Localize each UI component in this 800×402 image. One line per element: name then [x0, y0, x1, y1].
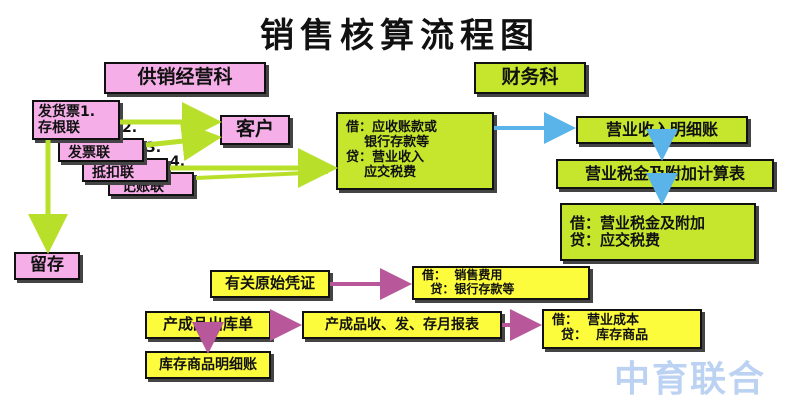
arrow-copy4-to-journal — [195, 170, 329, 180]
journal-entry-box: 借：应收账款或 银行存款等 贷：营业收入 应交税费 — [336, 112, 494, 190]
retain-box: 留存 — [14, 252, 80, 280]
invoice-copy-4-label: 记账联 — [122, 179, 164, 195]
supply-sales-dept-header: 供销经营科 — [104, 62, 266, 94]
finance-dept-header: 财务科 — [474, 62, 586, 94]
customer-box: 客户 — [220, 115, 290, 145]
tax-entry-box: 借：营业税金及附加 贷：应交税费 — [560, 203, 756, 261]
monthly-report-box: 产成品收、发、存月报表 — [302, 311, 502, 339]
original-voucher-box: 有关原始凭证 — [210, 270, 330, 298]
invoice-copy-3: 抵扣联 — [82, 158, 168, 182]
watermark-logo: 中育联合 — [614, 359, 767, 400]
cost-entry-box: 借： 营业成本 贷： 库存商品 — [542, 309, 702, 349]
chart-title: 销售核算流程图 — [260, 16, 540, 56]
invoice-copy-3-label: 抵扣联 — [92, 165, 134, 181]
arrow-copy2-to-customer — [145, 121, 222, 162]
invoice-copy-2-label: 发票联 — [68, 145, 110, 161]
invoice-copy-1: 发货票1. 存根联 — [32, 100, 120, 140]
expense-entry-box: 借： 销售费用 贷：银行存款等 — [412, 266, 590, 300]
